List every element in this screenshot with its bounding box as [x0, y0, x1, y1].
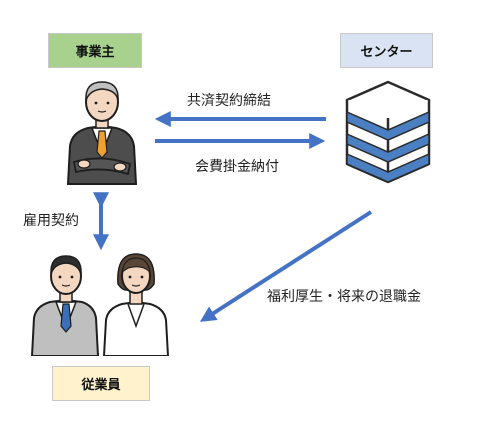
employer-box: 事業主: [48, 33, 142, 68]
employees-label: 従業員: [81, 378, 121, 393]
mutual-aid-contract-label: 共済契約締結: [187, 93, 271, 109]
benefits-label: 福利厚生・将来の退職金: [267, 289, 421, 305]
benefits-arrow: [199, 210, 373, 322]
employment-contract-label: 雇用契約: [23, 213, 79, 229]
businessman-icon: [66, 81, 138, 185]
center-box: センター: [340, 33, 433, 68]
employer-label: 事業主: [75, 45, 115, 60]
employee-pair-icon: [30, 253, 170, 356]
premium-payment-label: 会費掛金納付: [195, 159, 279, 175]
server-stack-icon: [345, 80, 431, 184]
employees-box: 従業員: [52, 366, 150, 401]
center-label: センター: [360, 45, 413, 60]
